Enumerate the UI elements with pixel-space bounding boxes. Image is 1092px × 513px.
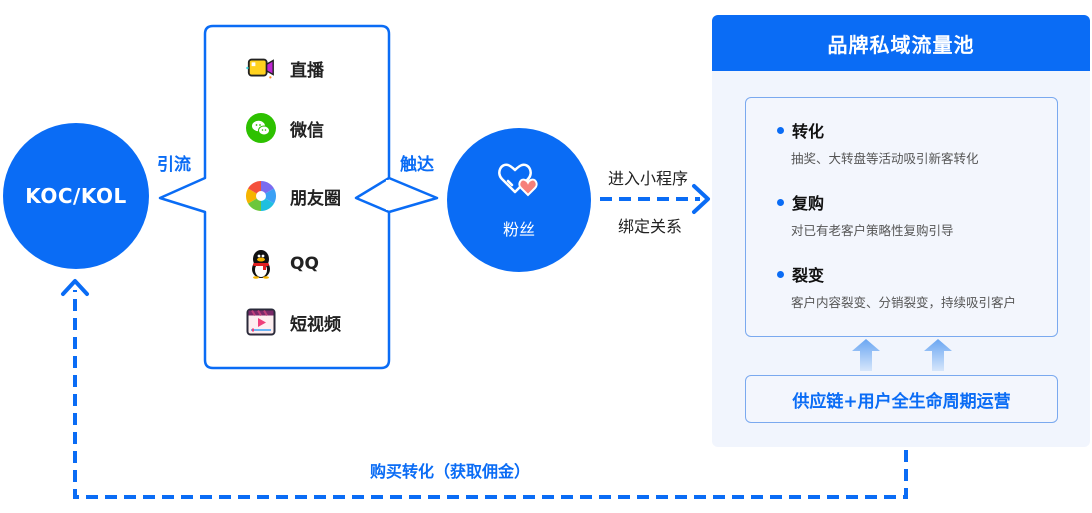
channel-label: 朋友圈: [290, 188, 341, 209]
up-arrow-icon: [852, 339, 880, 371]
channel-label: 微信: [290, 120, 324, 141]
up-arrow-icon: [924, 339, 952, 371]
channel-label: QQ: [290, 254, 319, 274]
feedback-edge-path: [73, 290, 908, 499]
pool-strategies-panel: 转化 抽奖、大转盘等活动吸引新客转化 复购 对已有老客户策略性复购引导 裂变 客…: [745, 97, 1058, 337]
bullet-icon: [777, 126, 784, 134]
channel-label: 短视频: [290, 314, 341, 335]
live-camera-icon: [246, 53, 276, 83]
pool-item-title: 转化: [792, 122, 825, 141]
supply-chain-lifecycle-box: 供应链+用户全生命周期运营: [745, 375, 1058, 423]
bullet-icon: [777, 270, 784, 278]
fans-node: 粉丝: [447, 128, 591, 272]
pool-item-title: 复购: [792, 194, 825, 213]
edge-label-bind-relation: 绑定关系: [618, 217, 683, 236]
arrowhead-up: [61, 279, 89, 296]
channel-label: 直播: [290, 60, 324, 81]
bracket-pointer-right: [388, 176, 439, 214]
bullet-icon: [777, 198, 784, 206]
edge-label-traffic: 引流: [157, 155, 191, 175]
hearts-icon: [497, 160, 541, 202]
fans-label: 粉丝: [502, 220, 535, 239]
channel-item-wechat: 微信: [246, 110, 324, 146]
pool-item-conversion: 转化 抽奖、大转盘等活动吸引新客转化: [777, 118, 979, 167]
pool-item-desc: 对已有老客户策略性复购引导: [791, 223, 954, 238]
arrowhead-right: [692, 184, 710, 214]
qq-penguin-icon: [246, 249, 276, 279]
pool-item-desc: 客户内容裂变、分销裂变，持续吸引客户: [791, 295, 1017, 310]
pool-item-fission: 裂变 客户内容裂变、分销裂变，持续吸引客户: [777, 262, 1017, 311]
koc-kol-node: KOC/KOL: [3, 123, 149, 269]
pool-item-title: 裂变: [792, 266, 825, 285]
pool-item-desc: 抽奖、大转盘等活动吸引新客转化: [791, 151, 979, 166]
koc-kol-label: KOC/KOL: [25, 184, 127, 208]
wechat-icon: [246, 113, 276, 143]
pool-title: 品牌私域流量池: [712, 15, 1090, 71]
edge-label-purchase-commission: 购买转化（获取佣金）: [370, 462, 531, 481]
channel-item-short-video: 短视频: [246, 304, 341, 340]
channel-item-moments: 朋友圈: [246, 178, 341, 214]
edge-label-enter-miniprogram: 进入小程序: [608, 169, 689, 188]
pool-item-repurchase: 复购 对已有老客户策略性复购引导: [777, 190, 954, 239]
channel-item-qq: QQ: [246, 246, 319, 282]
short-video-icon: [246, 307, 276, 337]
channel-item-live: 直播: [246, 50, 324, 86]
edge-label-reach: 触达: [400, 155, 434, 175]
moments-aperture-icon: [246, 181, 276, 211]
brand-private-traffic-pool: 品牌私域流量池 转化 抽奖、大转盘等活动吸引新客转化 复购 对已有老客户策略性复…: [712, 15, 1090, 447]
